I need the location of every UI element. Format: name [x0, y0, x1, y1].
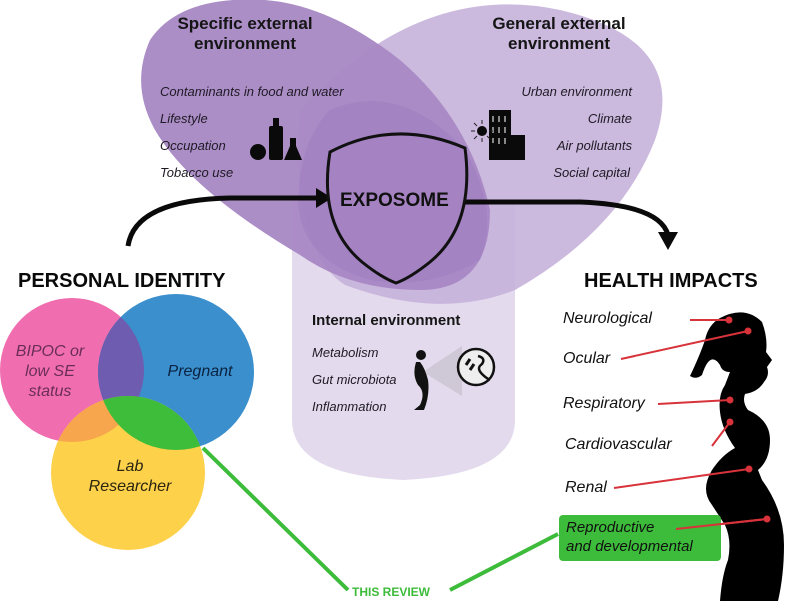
specific-item: Occupation: [160, 138, 226, 153]
identity-to-exposome-arrow: [125, 195, 318, 247]
specific-item: Lifestyle: [160, 111, 208, 126]
review-connector-right: [449, 532, 559, 592]
this-review-label: THIS REVIEW: [352, 585, 431, 599]
specific-item: Contaminants in food and water: [160, 84, 344, 99]
exposome-to-health-arrow: [460, 199, 671, 236]
internal-item: Gut microbiota: [312, 372, 397, 387]
review-connector-left: [201, 446, 350, 592]
venn-label-bipoc: BIPOC or low SE status: [10, 342, 90, 402]
specific-item: Tobacco use: [160, 165, 234, 180]
pregnant-microbiota-icon: [414, 346, 496, 410]
health-impacts-title: HEALTH IMPACTS: [584, 270, 758, 292]
general-title-line2: environment: [507, 34, 611, 53]
venn-overlap-blue-yellow: [98, 396, 205, 450]
internal-title: Internal environment: [312, 312, 461, 329]
health-impact-item: Cardiovascular: [565, 436, 672, 453]
venn-label-bipoc-line1: BIPOC or: [15, 343, 85, 360]
internal-item: Metabolism: [312, 345, 379, 360]
venn-label-bipoc-line3: status: [28, 383, 72, 400]
arrowhead-right: [316, 188, 332, 208]
general-item: Social capital: [553, 165, 630, 180]
health-impact-item: Respiratory: [563, 395, 645, 412]
highlight-line1: Reproductive: [566, 519, 655, 536]
specific-external-title: Specific external environment: [160, 14, 330, 54]
general-title-line1: General external: [492, 14, 626, 33]
venn-label-bipoc-line2: low SE: [25, 363, 75, 380]
personal-identity-venn: [0, 294, 254, 550]
food-water-lab-icon: [250, 118, 302, 160]
reproductive-highlight-box: Reproductive and developmental: [559, 515, 721, 561]
general-item: Air pollutants: [556, 138, 632, 153]
general-external-title: General external environment: [474, 14, 644, 54]
venn-label-lab-line2: Researcher: [88, 478, 172, 495]
exposome-shield: [326, 132, 469, 285]
specific-title-line2: environment: [193, 34, 297, 53]
venn-label-pregnant: Pregnant: [167, 363, 233, 380]
general-item: Urban environment: [521, 84, 632, 99]
general-item: Climate: [587, 111, 632, 126]
venn-label-lab-researcher: Lab Researcher: [80, 457, 180, 497]
city-sun-icon: [471, 110, 525, 160]
venn-overlap-pink-yellow: [51, 396, 144, 442]
exposome-label: EXPOSOME: [340, 190, 449, 211]
highlight-line2: and developmental: [566, 538, 693, 555]
internal-item: Inflammation: [312, 399, 387, 414]
specific-title-line1: Specific external: [177, 14, 313, 33]
health-impact-item: Ocular: [563, 350, 611, 367]
health-impact-item: Renal: [565, 479, 607, 496]
venn-label-lab-line1: Lab: [116, 458, 144, 475]
health-impact-item: Neurological: [563, 310, 652, 327]
personal-identity-title: PERSONAL IDENTITY: [18, 270, 226, 292]
arrowhead-down: [658, 232, 678, 250]
